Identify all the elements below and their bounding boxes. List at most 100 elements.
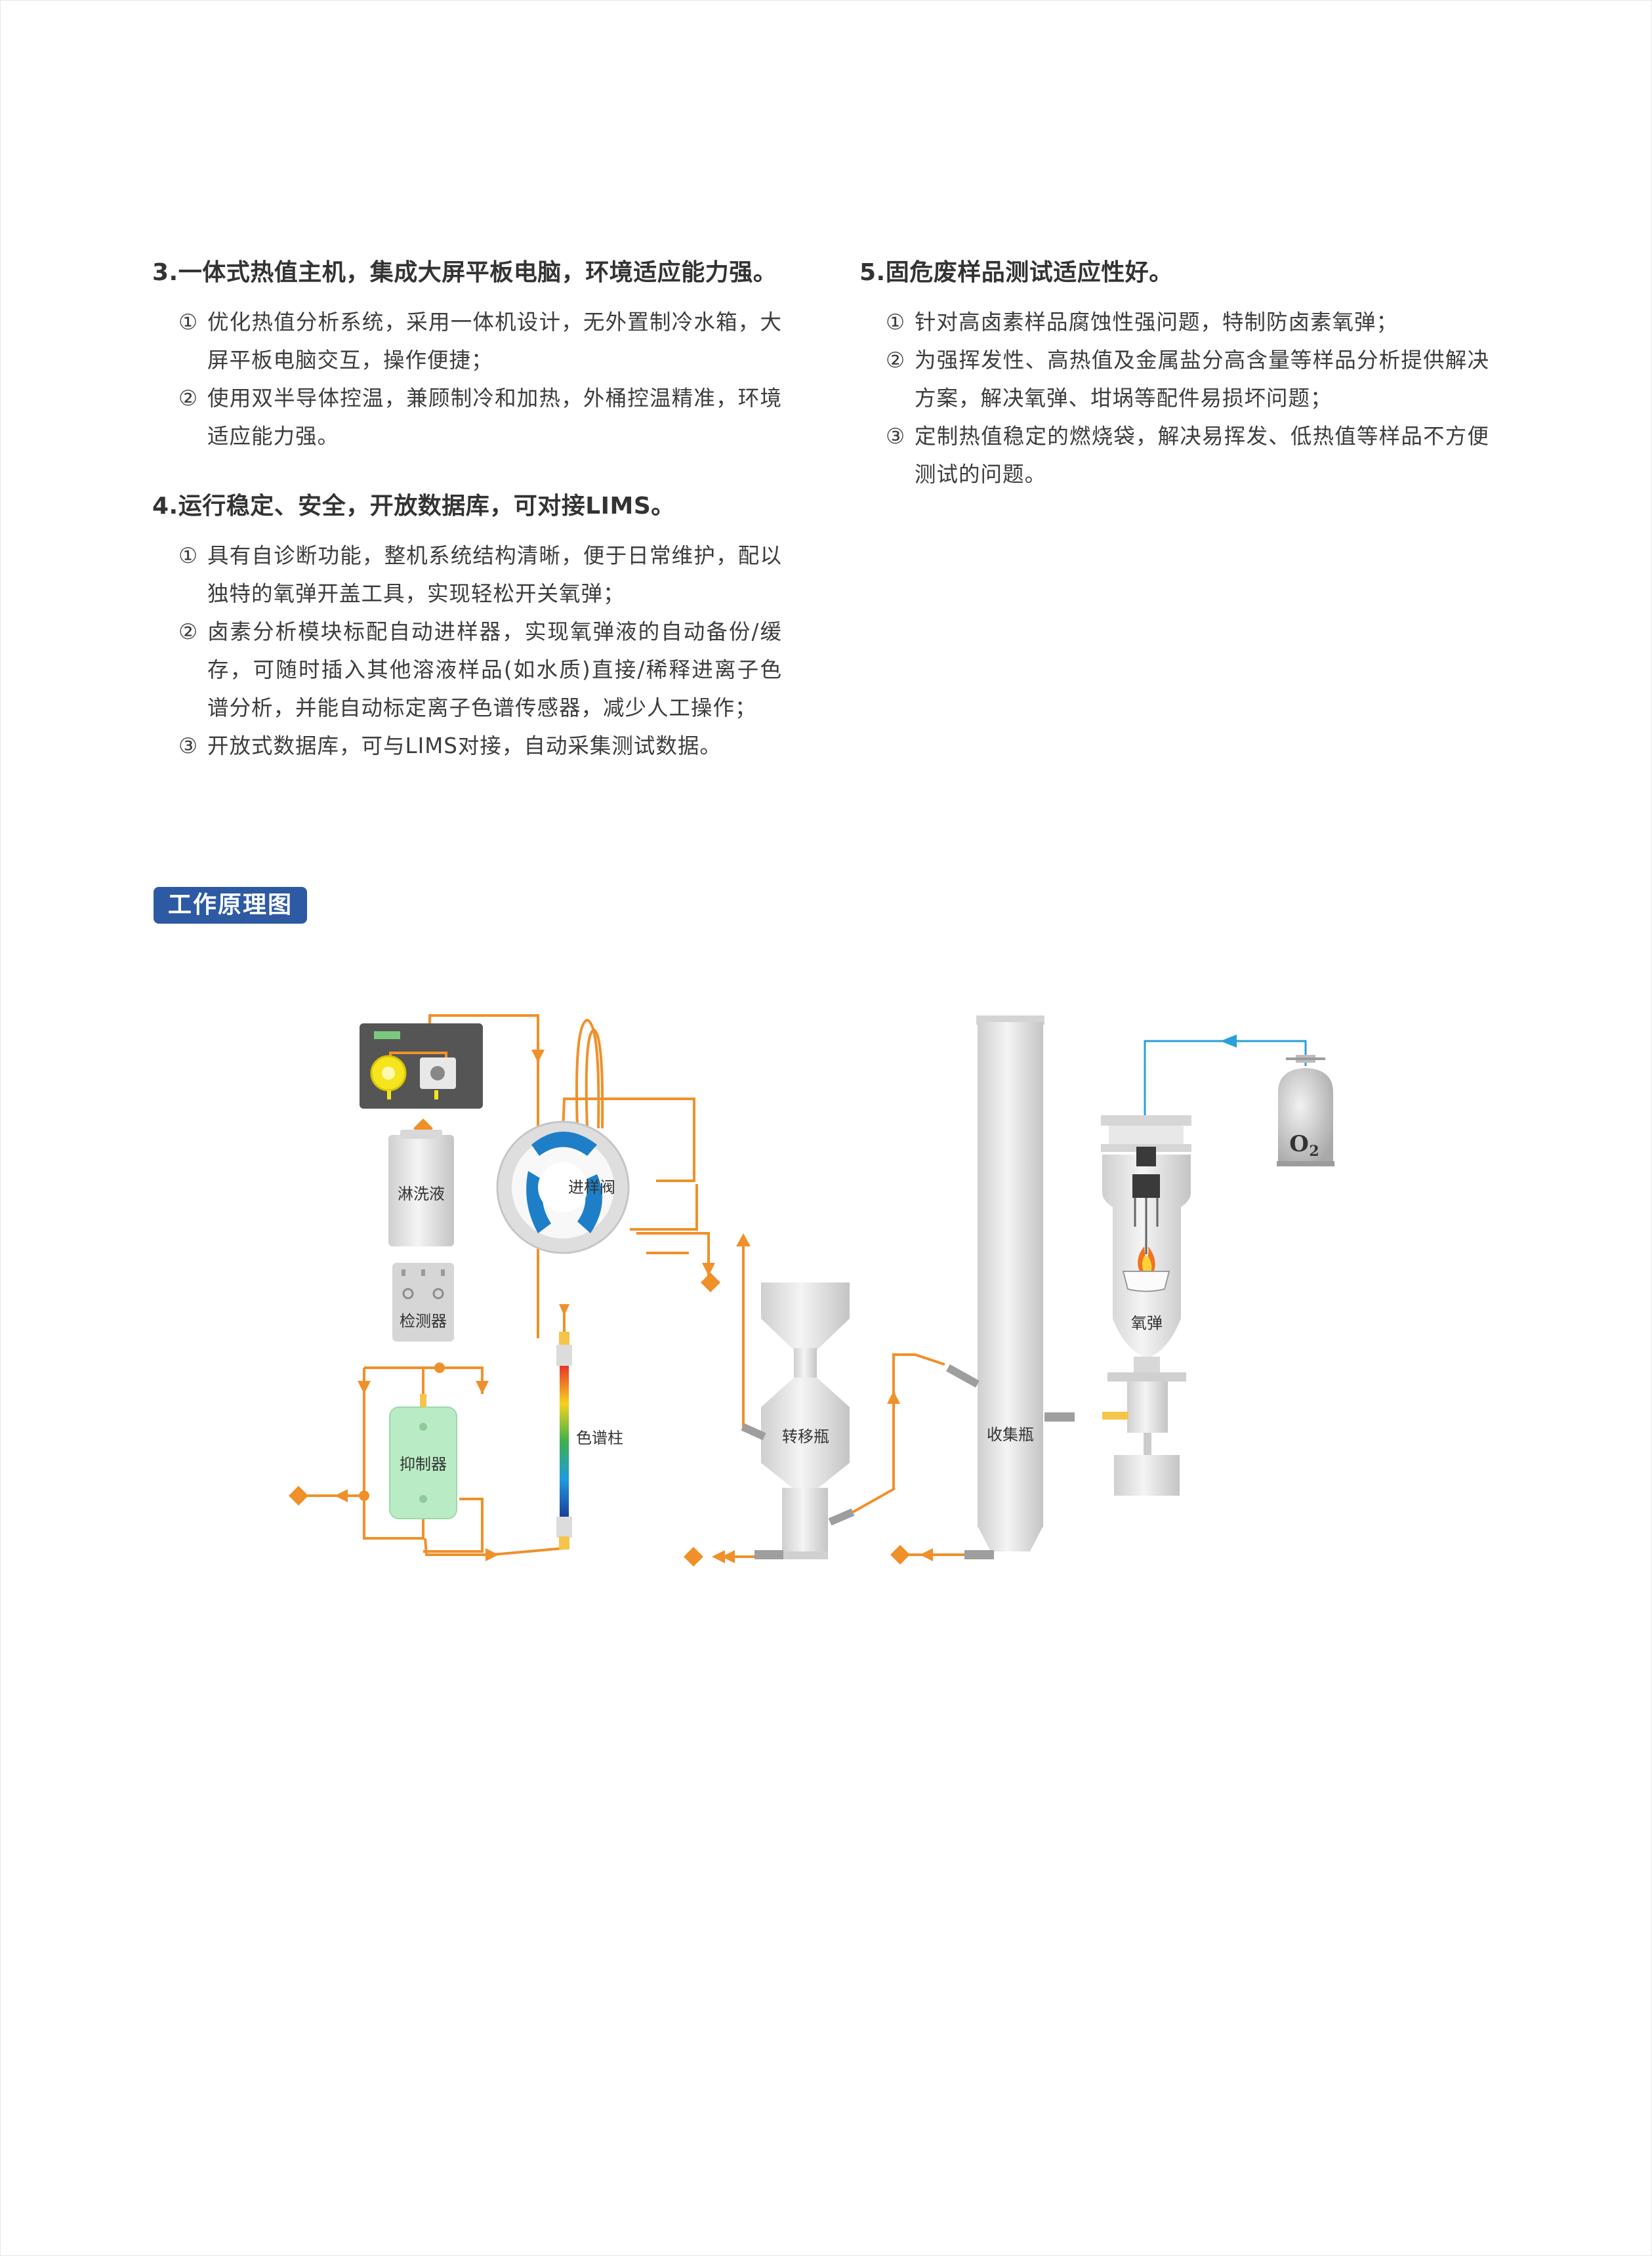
item-text: 卤素分析模块标配自动进样器，实现氧弹液的自动备份/缓存，可随时插入其他溶液样品(… [207,619,782,720]
transfer-body [761,1378,850,1489]
item-text: 针对高卤素样品腐蚀性强问题，特制防卤素氧弹； [915,310,1399,335]
item-text: 使用双半导体控温，兼顾制冷和加热，外桶控温精准，环境适应能力强。 [207,386,782,449]
section-4-item-1: ① 具有自诊断功能，整机系统结构清晰，便于日常维护，配以独特的氧弹开盖工具，实现… [152,537,782,613]
arrow-up-icon [736,1233,751,1246]
drain-diamond-icon [684,1547,703,1567]
junction-dots [359,1363,445,1501]
item-text: 开放式数据库，可与LIMS对接，自动采集测试数据。 [207,733,722,758]
pump-indicator [374,1031,400,1039]
column-fitting-top [559,1332,569,1346]
section-5-item-1: ① 针对高卤素样品腐蚀性强问题，特制防卤素氧弹； [859,303,1489,341]
item-text: 优化热值分析系统，采用一体机设计，无外置制冷水箱，大屏平板电脑交互，操作便捷； [207,310,782,373]
arrow-left-icon [722,1550,735,1563]
bomb-neck [1134,1357,1160,1372]
section-3-title: 3.一体式热值主机，集成大屏平板电脑，环境适应能力强。 [152,259,777,286]
section-3-item-2: ② 使用双半导体控温，兼顾制冷和加热，外桶控温精准，环境适应能力强。 [152,379,782,455]
pump-fitting [434,1090,438,1099]
suppressor-port [419,1495,427,1503]
valve-channel-right [577,1174,602,1233]
o2-subscript: 2 [1309,1143,1319,1160]
arrow-left-icon [712,1550,725,1563]
valve-channel-left [526,1171,551,1233]
arrow-down-icon [702,1263,715,1276]
drain-diamond-icon [890,1545,910,1565]
left-column: 3.一体式热值主机，集成大屏平板电脑，环境适应能力强。 ① 优化热值分析系统，采… [152,255,782,798]
transfer-base [782,1551,828,1559]
bomb-collar [1109,1126,1184,1144]
flame-core-icon [1142,1256,1152,1273]
o2-label: O [1289,1131,1309,1157]
bomb-electrode-clamp [1132,1174,1160,1198]
item-text: 为强挥发性、高热值及金属盐分高含量等样品分析提供解决方案，解决氧弹、坩埚等配件易… [915,348,1489,411]
section-5-item-2: ② 为强挥发性、高热值及金属盐分高含量等样品分析提供解决方案，解决氧弹、坩埚等配… [859,341,1489,417]
bomb-flange-top [1101,1115,1191,1126]
eluent-body [388,1135,454,1246]
column-gradient [560,1366,569,1517]
valve-channel-top [531,1132,597,1156]
pump-module [360,1023,483,1109]
chromatography-column: 色谱柱 [556,1332,623,1549]
junction-dot [434,1363,445,1373]
pipe-sample-loop-1 [575,1018,600,1129]
detector-port [441,1269,445,1276]
valve-hub [538,1162,588,1212]
pipe-to-drain-1 [636,1232,710,1279]
section-4-item-3: ③ 开放式数据库，可与LIMS对接，自动采集测试数据。 [152,727,782,765]
section-5: 5.固危废样品测试适应性好。 ① 针对高卤素样品腐蚀性强问题，特制防卤素氧弹； … [859,255,1489,493]
item-number: ② [886,348,906,373]
bomb-valve-body [1127,1382,1168,1433]
arrow-up-icon [887,1391,900,1404]
transfer-bottle: 转移瓶 [741,1282,855,1559]
collector-outlet [964,1550,994,1559]
drain-diamond-icon [701,1273,720,1292]
cylinder-base [1277,1161,1334,1166]
section-4-title: 4.运行稳定、安全，开放数据库，可对接LIMS。 [152,493,675,520]
section-5-title: 5.固危废样品测试适应性好。 [859,259,1173,286]
column-fitting-bottom [559,1536,569,1549]
pipe-suppressor-loop-right [423,1498,484,1553]
transfer-neck [794,1348,817,1381]
detector-knob [432,1288,444,1300]
suppressor-port [419,1423,427,1431]
item-number: ① [178,310,199,335]
collector-bottom-taper [978,1526,1043,1551]
pipe-suppressor-loop-left [363,1394,424,1540]
pump-head-dot [430,1066,445,1080]
section-5-item-3: ③ 定制热值稳定的燃烧袋，解决易挥发、低热值等样品不方便测试的问题。 [859,417,1489,493]
transfer-lower [782,1488,828,1553]
section-3-item-1: ① 优化热值分析系统，采用一体机设计，无外置制冷水箱，大屏平板电脑交互，操作便捷… [152,303,782,379]
section-4: 4.运行稳定、安全，开放数据库，可对接LIMS。 ① 具有自诊断功能，整机系统结… [152,488,782,765]
column-cap-top [556,1345,572,1366]
column-label: 色谱柱 [576,1429,623,1447]
item-number: ③ [886,424,906,449]
pipe-valve-top [562,1097,695,1182]
column-cap-bottom [556,1517,572,1538]
collector-bottle: 收集瓶 [946,1015,1075,1559]
arrow-left-icon [1220,1035,1237,1048]
eluent-bottle: 淋洗液 [388,1130,454,1246]
pipe-transfer-to-collector [852,1353,945,1513]
collector-inlet-tube [946,1364,980,1388]
suppressor-label: 抑制器 [400,1455,447,1473]
item-text: 定制热值稳定的燃烧袋，解决易挥发、低热值等样品不方便测试的问题。 [915,424,1489,487]
transfer-inlet-tube [741,1423,766,1441]
right-column: 5.固危废样品测试适应性好。 ① 针对高卤素样品腐蚀性强问题，特制防卤素氧弹； … [859,255,1489,526]
suppressor: 抑制器 [389,1394,457,1519]
arrow-down-icon [559,1304,569,1316]
bomb-stem [1144,1433,1151,1455]
bomb-outlet-fitting [1102,1412,1128,1420]
item-number: ② [178,386,199,411]
collector-label: 收集瓶 [987,1425,1034,1444]
eluent-label: 淋洗液 [398,1185,445,1203]
pump-fitting [387,1090,391,1099]
item-text: 具有自诊断功能，整机系统结构清晰，便于日常维护，配以独特的氧弹开盖工具，实现轻松… [207,543,782,606]
detector-body [392,1263,454,1342]
pipe-valve-right [630,1184,698,1231]
item-number: ③ [178,733,199,758]
valve-label: 进样阀 [568,1178,615,1197]
bomb-electrode-top [1136,1147,1156,1166]
detector-knob [402,1288,414,1300]
arrow-down-icon [358,1381,371,1394]
detector-port [421,1269,425,1276]
